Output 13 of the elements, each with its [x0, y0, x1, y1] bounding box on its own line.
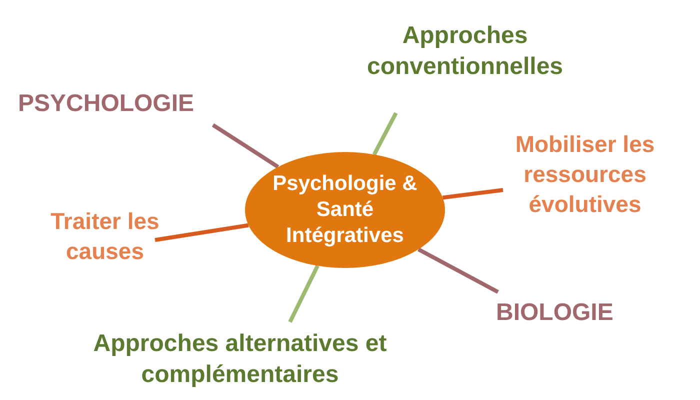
connector-line — [372, 112, 398, 156]
branch-label: Approches conventionnelles — [360, 20, 570, 90]
center-title: Psychologie & Santé Intégratives — [272, 170, 418, 250]
connector-line — [154, 223, 249, 242]
connector-line — [442, 188, 504, 200]
connector-line — [288, 264, 320, 323]
connector-line — [418, 248, 499, 294]
branch-label: Traiter les causes — [30, 207, 180, 277]
branch-label: BIOLOGIE — [496, 297, 636, 331]
branch-label: Mobiliser les ressources évolutives — [495, 130, 675, 230]
branch-label: Approches alternatives et complémentaires — [80, 328, 400, 396]
connector-line — [212, 123, 280, 169]
branch-label: PSYCHOLOGIE — [18, 88, 228, 120]
